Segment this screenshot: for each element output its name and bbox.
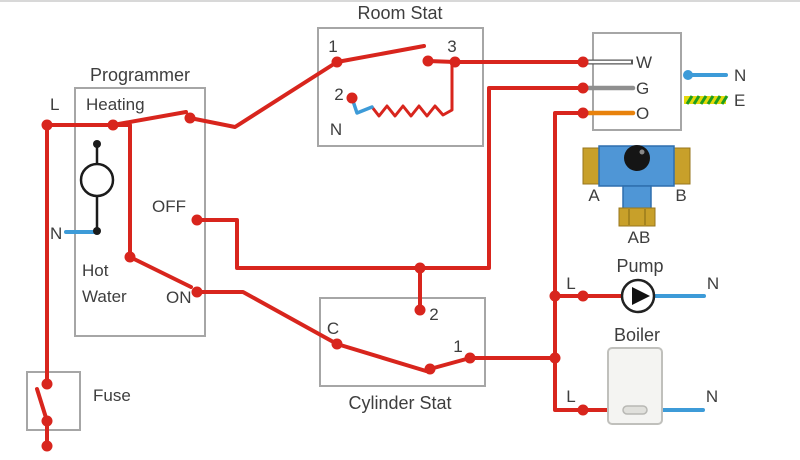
- pump-live-label: L: [566, 274, 575, 293]
- heating-switch-blade: [111, 110, 188, 127]
- heating-common-dot: [107, 119, 119, 131]
- boiler-symbol: [607, 347, 663, 425]
- roomstat-terminal3-label: 3: [447, 37, 456, 56]
- programmer-box: [74, 87, 206, 337]
- terminal-dot: [41, 378, 53, 390]
- junction-dot: [41, 119, 53, 131]
- boiler-title: Boiler: [614, 325, 660, 345]
- roomstat-terminal2-dot: [346, 92, 358, 104]
- roomstat-terminal3-dot: [449, 56, 461, 68]
- hw-on-to-cylstat-wire: [195, 290, 339, 346]
- valve-g-terminal-dot: [577, 82, 589, 94]
- cylstat-terminal2-label: 2: [429, 305, 438, 324]
- programmer-neutral-label: N: [50, 224, 62, 243]
- boiler-neutral-label: N: [706, 387, 718, 406]
- boiler-vent-slot: [622, 405, 648, 415]
- roomstat-neutral-label: N: [330, 120, 342, 139]
- fuse-box: [26, 371, 81, 431]
- junction-dot: [414, 262, 426, 274]
- live-rail-wire: [45, 123, 132, 386]
- on-label: ON: [166, 288, 192, 307]
- fuse-switch-blade: [35, 387, 49, 423]
- three-port-valve: [582, 145, 691, 227]
- valve-orange-label: O: [636, 104, 649, 123]
- cylstat-contact-link: [428, 356, 472, 371]
- heating-to-roomstat-wire: [188, 60, 339, 129]
- valve-w-terminal-dot: [577, 56, 589, 68]
- pump-live-dot: [577, 290, 589, 302]
- pump-impeller-icon: [632, 287, 650, 305]
- valve-actuator-ball: [624, 145, 650, 171]
- roomstat-terminal1-dot: [331, 56, 343, 68]
- valve-terminal-box: [592, 32, 682, 131]
- water-label: Water: [82, 287, 127, 306]
- terminal-dot: [41, 415, 53, 427]
- roomstat-contact-dot: [422, 55, 434, 67]
- hw-on-terminal-dot: [191, 286, 203, 298]
- hot-label: Hot: [82, 261, 109, 280]
- cylstat-switch-blade: [335, 342, 428, 373]
- boiler-live-dot: [577, 404, 589, 416]
- room-stat-title: Room Stat: [357, 3, 442, 23]
- roomstat-terminal1-label: 1: [328, 37, 337, 56]
- valve-actuator-knob: [639, 149, 645, 155]
- junction-dot: [549, 352, 561, 364]
- pump-title: Pump: [616, 256, 663, 276]
- off-label: OFF: [152, 197, 186, 216]
- valve-grey-label: G: [636, 79, 649, 98]
- room-stat-box: [317, 27, 484, 147]
- cylstat-terminal1-dot: [464, 352, 476, 364]
- heating-contact-dot: [184, 112, 196, 124]
- heating-label: Heating: [86, 95, 145, 114]
- earth-wire-stripes: [685, 95, 729, 105]
- valve-o-terminal-dot: [577, 107, 589, 119]
- fuse-label: Fuse: [93, 386, 131, 405]
- hotwater-switch-blade: [128, 255, 193, 289]
- cylinder-stat-box: [319, 297, 486, 387]
- valve-port-b-label: B: [675, 186, 686, 205]
- supply-live-label: L: [50, 95, 59, 114]
- roomstat-terminal2-label: 2: [334, 85, 343, 104]
- valve-port-ab-label: AB: [628, 228, 651, 247]
- motor-terminal-dot: [93, 227, 101, 235]
- anticipator-resistor: [370, 62, 454, 118]
- terminal-dot: [41, 440, 53, 452]
- cylstat-terminal2-dot: [414, 304, 426, 316]
- valve-earth-label: E: [734, 91, 745, 110]
- boiler-live-label: L: [566, 387, 575, 406]
- motor-terminal-dot: [93, 140, 101, 148]
- cylstat-contact-dot: [424, 363, 436, 375]
- cylstat-common-label: C: [327, 319, 339, 338]
- hw-off-terminal-dot: [191, 214, 203, 226]
- hw-off-to-grey-wire: [195, 86, 585, 270]
- valve-port-a-label: A: [588, 186, 600, 205]
- valve-body-vertical: [622, 185, 652, 211]
- roomstat-switch-blade: [335, 44, 426, 64]
- junction-dot: [549, 290, 561, 302]
- cylstat-terminal1-label: 1: [453, 337, 462, 356]
- cylstat-common-dot: [331, 338, 343, 350]
- pump-neutral-label: N: [707, 274, 719, 293]
- valve-neutral-label: N: [734, 66, 746, 85]
- cylinder-stat-title: Cylinder Stat: [348, 393, 451, 413]
- hotwater-common-dot: [124, 251, 136, 263]
- programmer-title: Programmer: [90, 65, 190, 85]
- valve-white-label: W: [636, 53, 652, 72]
- programmer-motor: [79, 162, 115, 198]
- valve-port-ab-nut: [618, 207, 656, 227]
- valve-neutral-dot: [683, 70, 693, 80]
